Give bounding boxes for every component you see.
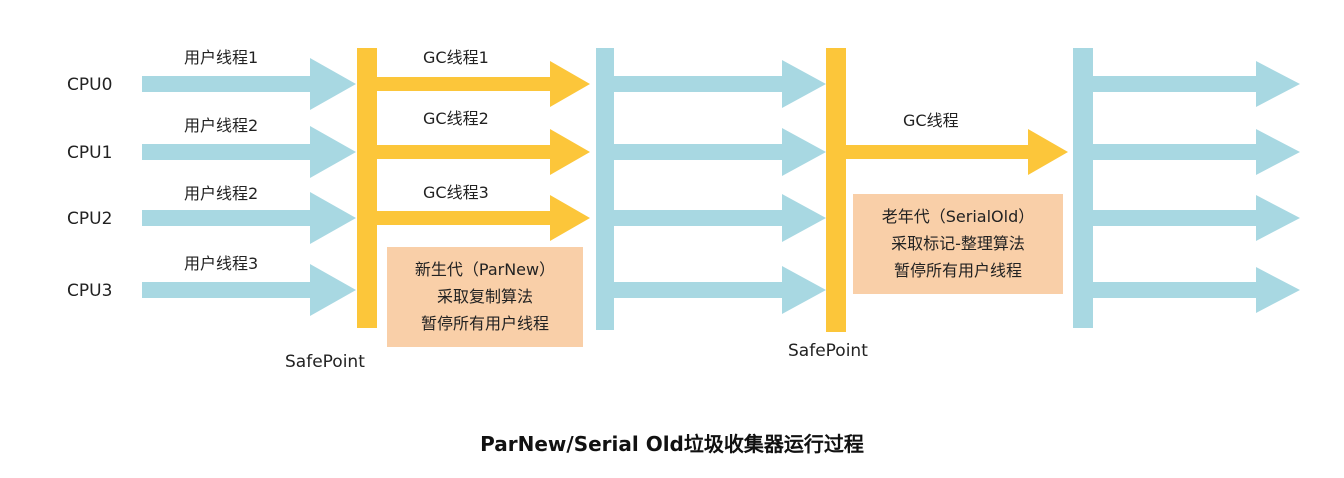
- gc-old-thread-label: GC线程: [903, 111, 959, 130]
- final-thread-arrow-cpu1: [1090, 129, 1300, 175]
- old-note-line-1: 老年代（SerialOld）: [881, 207, 1035, 226]
- safepoint-label-2: SafePoint: [788, 341, 868, 361]
- resume-bar-2: [1073, 48, 1093, 328]
- user-thread-arrow-cpu1: [142, 126, 356, 178]
- resumed-thread-arrow-cpu0: [612, 60, 826, 108]
- diagram-caption: ParNew/Serial Old垃圾收集器运行过程: [480, 432, 864, 456]
- user-thread-arrow-cpu2: [142, 192, 356, 244]
- final-thread-arrow-cpu0: [1090, 61, 1300, 107]
- user-thread-label-cpu1: 用户线程2: [184, 116, 259, 135]
- user-thread-arrow-cpu0: [142, 58, 356, 110]
- resume-bar-1: [596, 48, 614, 330]
- old-note-line-2: 采取标记-整理算法: [891, 234, 1025, 253]
- gc-old-thread-arrow: [846, 129, 1068, 175]
- cpu0-label: CPU0: [67, 75, 113, 95]
- gc-thread-arrow-3: [376, 195, 590, 241]
- safepoint-bar-1: [357, 48, 377, 328]
- gc-thread-arrow-1: [376, 61, 590, 107]
- safepoint-bar-2: [826, 48, 846, 332]
- user-thread-label-cpu2: 用户线程2: [184, 184, 259, 203]
- gc-thread-label-3: GC线程3: [423, 183, 489, 202]
- user-thread-label-cpu3: 用户线程3: [184, 254, 259, 273]
- cpu2-label: CPU2: [67, 209, 113, 229]
- old-note-line-3: 暂停所有用户线程: [893, 261, 1022, 280]
- cpu3-label: CPU3: [67, 281, 113, 301]
- old-gen-note: 老年代（SerialOld） 采取标记-整理算法 暂停所有用户线程: [853, 194, 1063, 294]
- young-note-line-1: 新生代（ParNew）: [414, 260, 556, 279]
- final-thread-arrow-cpu3: [1090, 267, 1300, 313]
- resumed-thread-arrow-cpu3: [612, 266, 826, 314]
- gc-thread-label-2: GC线程2: [423, 109, 489, 128]
- resumed-thread-arrow-cpu1: [612, 128, 826, 176]
- user-thread-arrow-cpu3: [142, 264, 356, 316]
- user-thread-label-cpu0: 用户线程1: [184, 48, 259, 67]
- resumed-thread-arrow-cpu2: [612, 194, 826, 242]
- final-thread-arrow-cpu2: [1090, 195, 1300, 241]
- gc-thread-label-1: GC线程1: [423, 48, 489, 67]
- gc-thread-arrow-2: [376, 129, 590, 175]
- cpu1-label: CPU1: [67, 143, 113, 163]
- young-gen-note: 新生代（ParNew） 采取复制算法 暂停所有用户线程: [387, 247, 583, 347]
- young-note-line-2: 采取复制算法: [436, 287, 533, 306]
- safepoint-label-1: SafePoint: [285, 352, 365, 372]
- young-note-line-3: 暂停所有用户线程: [420, 314, 549, 333]
